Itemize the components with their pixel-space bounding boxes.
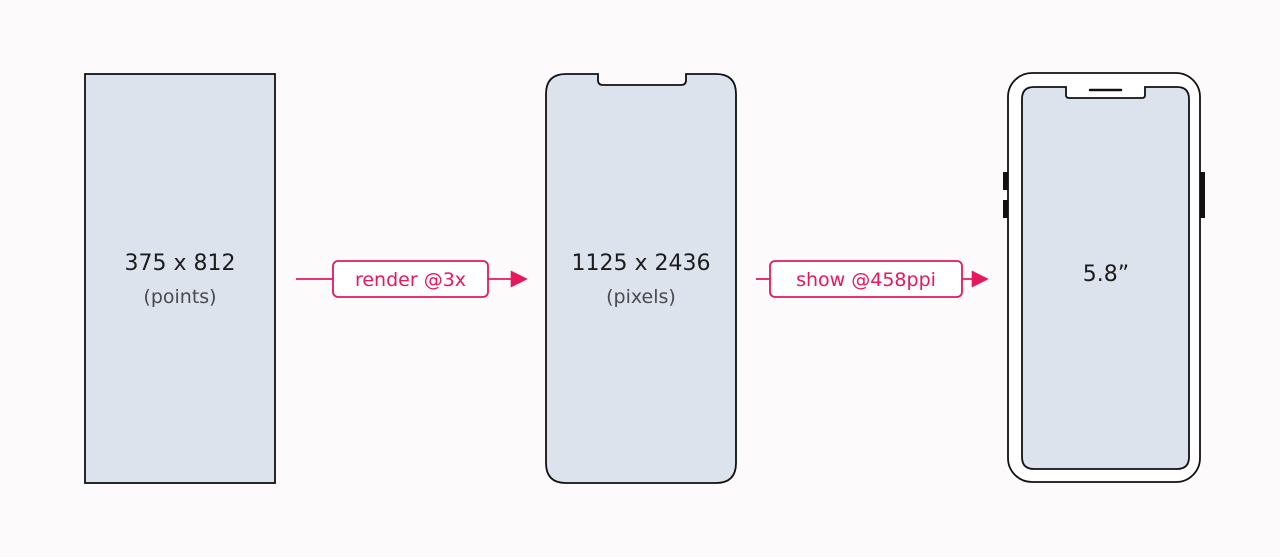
phone-device: 5.8” (1003, 72, 1205, 483)
points-dimensions: 375 x 812 (125, 251, 236, 276)
phone-volume-button-lower (1003, 200, 1008, 218)
pixels-dimensions: 1125 x 2436 (572, 251, 711, 276)
render-arrow: render @3x (296, 260, 528, 298)
points-screen-rect (84, 73, 276, 484)
points-unit: (points) (143, 286, 216, 308)
show-label: show @458ppi (796, 269, 936, 291)
pixels-screen-shape (545, 73, 737, 484)
pixels-screen: 1125 x 2436 (pixels) (545, 73, 737, 484)
phone-power-button (1200, 172, 1205, 218)
device-size: 5.8” (1083, 262, 1129, 287)
phone-screen (1021, 86, 1190, 470)
phone-volume-button-upper (1003, 172, 1008, 190)
pixels-unit: (pixels) (606, 286, 676, 308)
render-label: render @3x (355, 269, 466, 291)
show-arrow: show @458ppi (756, 260, 989, 298)
points-screen: 375 x 812 (points) (84, 73, 276, 484)
